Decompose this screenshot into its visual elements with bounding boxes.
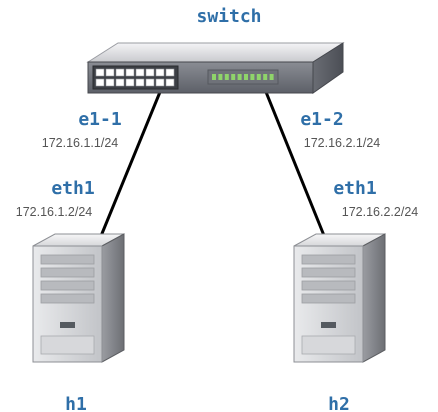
switch-port [125,68,135,77]
switch-icon [86,42,345,94]
h2-iface-name: eth1 [333,178,376,199]
link-switch-h1 [99,91,162,237]
switch-led [224,74,229,80]
switch-port [155,78,165,87]
switch-port [105,78,115,87]
server-h1-icon [32,233,125,363]
switch-port [165,68,175,77]
switch-port [125,78,135,87]
switch-port-e1-2-ip: 172.16.2.1/24 [304,136,381,150]
h1-iface-name: eth1 [51,178,94,199]
switch-led [218,74,223,80]
switch-port [145,78,155,87]
switch-led [263,74,268,80]
switch-port [115,78,125,87]
switch-led [231,74,236,80]
switch-port [155,68,165,77]
switch-led-strip [212,74,274,80]
switch-port [95,68,105,77]
switch-port-e1-1-ip: 172.16.1.1/24 [42,136,119,150]
switch-led [212,74,216,80]
switch-port [135,78,145,87]
h1-label: h1 [65,394,87,412]
h2-iface-ip: 172.16.2.2/24 [342,205,419,219]
switch-led [250,74,255,80]
switch-port [145,68,155,77]
switch-port [165,78,175,87]
switch-label: switch [196,6,261,27]
h1-iface-ip: 172.16.1.2/24 [16,205,93,219]
switch-port [115,68,125,77]
switch-port [95,78,105,87]
switch-port [105,68,115,77]
switch-led [269,74,274,80]
switch-led [256,74,261,80]
switch-port-e1-2-name: e1-2 [300,109,343,130]
link-switch-h2 [264,91,327,239]
switch-led [237,74,242,80]
server-h2-icon [293,233,386,363]
switch-port-grid [95,68,175,87]
switch-port [135,68,145,77]
h2-label: h2 [328,394,350,412]
switch-led [244,74,248,80]
switch-port-e1-1-name: e1-1 [78,109,121,130]
